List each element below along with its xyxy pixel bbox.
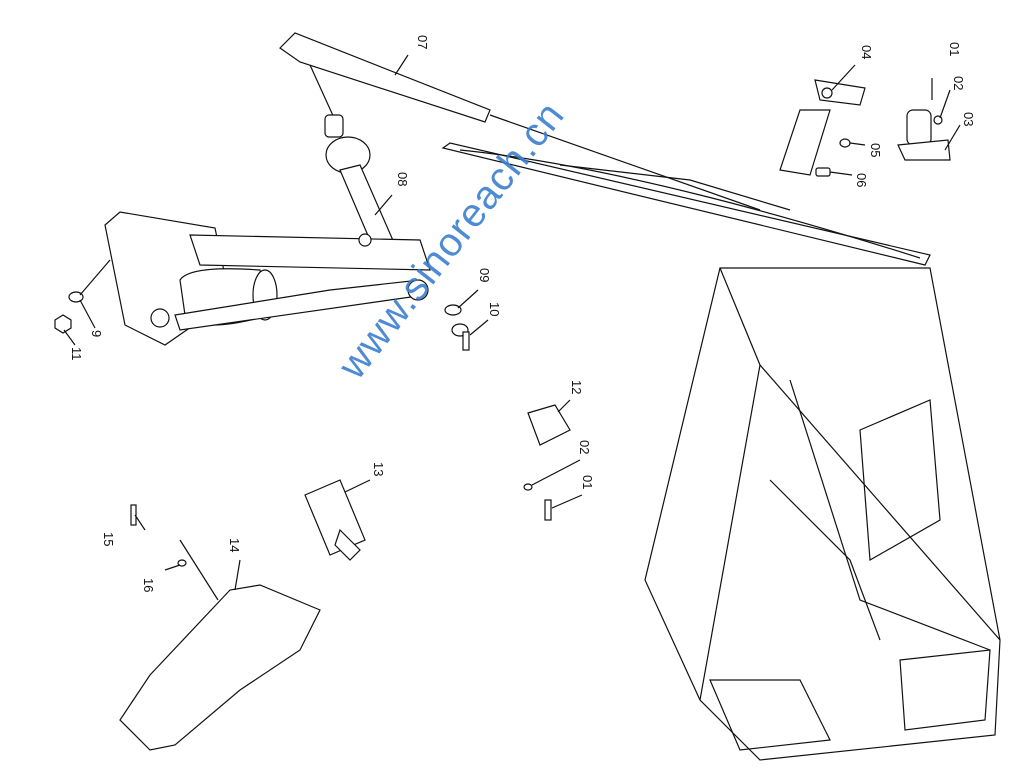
- label-11: 11: [69, 347, 84, 361]
- pivot-housing: [897, 78, 951, 161]
- cover-14: [119, 504, 321, 751]
- label-10: 10: [487, 302, 502, 317]
- label-06: 06: [854, 173, 869, 188]
- wiper-motor-assembly: [104, 211, 431, 346]
- fasteners-left: [54, 259, 111, 334]
- label-9: 9: [89, 330, 104, 338]
- label-02-bottom: 02: [577, 440, 592, 455]
- wiper-blade: [441, 142, 931, 266]
- label-12: 12: [569, 380, 584, 395]
- label-13: 13: [371, 462, 386, 477]
- label-15: 15: [101, 532, 116, 547]
- leader-lines: [63, 54, 961, 591]
- label-05: 05: [868, 143, 883, 158]
- label-03: 03: [961, 112, 976, 127]
- label-01-top: 01: [947, 42, 962, 57]
- label-07: 07: [415, 35, 430, 50]
- cab-frame: [644, 267, 1001, 761]
- switch-12: [523, 404, 571, 521]
- label-09: 09: [477, 268, 492, 283]
- label-14: 14: [227, 538, 242, 553]
- fasteners-right: [444, 304, 470, 351]
- label-16: 16: [141, 578, 156, 593]
- relay-13: [304, 479, 366, 561]
- bracket: [779, 79, 866, 177]
- label-02-top: 02: [951, 76, 966, 91]
- wiper-arm: [279, 32, 761, 211]
- label-01-bottom: 01: [580, 475, 595, 490]
- label-08: 08: [395, 172, 410, 187]
- label-04: 04: [859, 45, 874, 60]
- wiper-pivot-shaft: [324, 114, 396, 253]
